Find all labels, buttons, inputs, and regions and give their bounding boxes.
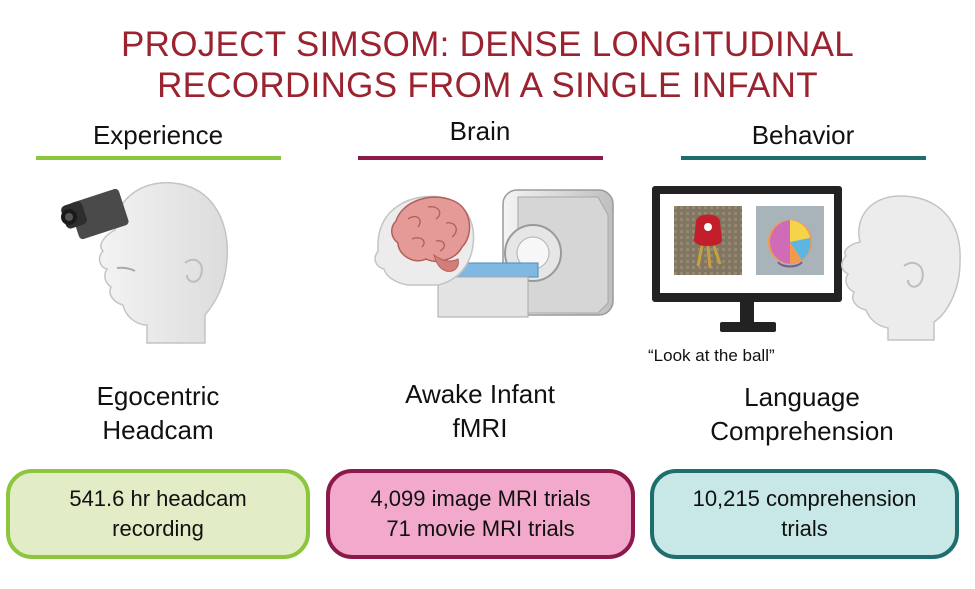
brain-heading: Brain: [449, 116, 511, 146]
brain-label-line-2: fMRI: [452, 413, 508, 443]
experience-label-line-1: Egocentric: [96, 381, 220, 411]
title-line-1: PROJECT SIMSOM: DENSE LONGITUDINAL: [121, 25, 854, 64]
behavior-label: Language Comprehension: [652, 380, 952, 448]
title-line-2: RECORDINGS FROM A SINGLE INFANT: [157, 66, 818, 105]
brain-label-line-1: Awake Infant: [405, 379, 555, 409]
behavior-label-line-1: Language: [744, 382, 860, 412]
experience-label-line-2: Headcam: [102, 415, 214, 445]
experience-label: Egocentric Headcam: [8, 379, 308, 447]
infant-monitor-icon: [652, 186, 961, 341]
experience-stat-line-1: 541.6 hr headcam: [69, 486, 247, 511]
brain-label: Awake Infant fMRI: [330, 377, 630, 445]
experience-stat-box: 541.6 hr headcam recording: [6, 469, 310, 559]
infant-headcam-icon: [61, 181, 229, 344]
experience-stat-line-2: recording: [112, 516, 204, 541]
behavior-stat-line-2: trials: [781, 516, 828, 541]
instruction-quote: “Look at the ball”: [648, 346, 775, 365]
experience-rule: [36, 156, 281, 160]
brain-rule: [358, 156, 603, 160]
experience-heading: Experience: [92, 120, 224, 150]
infant-mri-scanner-icon: [374, 189, 614, 318]
behavior-heading: Behavior: [751, 120, 855, 150]
page-title: PROJECT SIMSOM: DENSE LONGITUDINAL RECOR…: [0, 24, 975, 106]
behavior-rule: [681, 156, 926, 160]
brain-stat-box: 4,099 image MRI trials 71 movie MRI tria…: [326, 469, 635, 559]
behavior-stat-box: 10,215 comprehension trials: [650, 469, 959, 559]
brain-stat-line-2: 71 movie MRI trials: [386, 516, 575, 541]
brain-stat-line-1: 4,099 image MRI trials: [370, 486, 591, 511]
behavior-stat-line-1: 10,215 comprehension: [692, 486, 917, 511]
behavior-label-line-2: Comprehension: [710, 416, 894, 446]
